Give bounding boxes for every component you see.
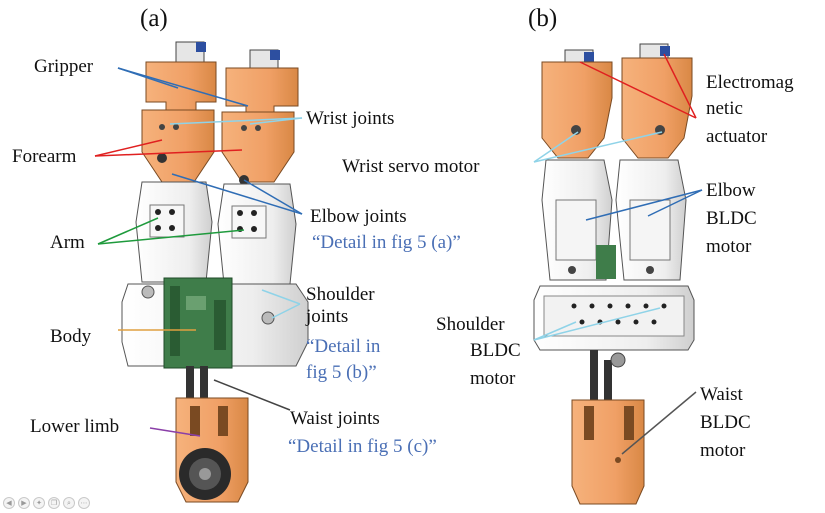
waist-bldc-label-1: Waist (700, 384, 744, 405)
gripper-label: Gripper (34, 56, 94, 77)
robot-a-right-arm (217, 49, 299, 285)
next-icon[interactable]: ▶ (18, 497, 30, 509)
body-label: Body (50, 326, 92, 347)
robot-b-body (533, 285, 695, 351)
more-icon[interactable]: ⋯ (78, 497, 90, 509)
zoom-icon[interactable]: ⌕ (63, 497, 75, 509)
prev-icon[interactable]: ◀ (3, 497, 15, 509)
wrist-joints-label: Wrist joints (306, 108, 394, 129)
waist-detail-callout: “Detail in fig 5 (c)” (288, 436, 437, 457)
robot-a (121, 41, 309, 503)
electromagnetic-label-1: Electromag (706, 72, 794, 93)
waist-joints-label: Waist joints (290, 408, 380, 429)
lower-limb-label: Lower limb (30, 416, 119, 437)
elbow-joints-label: Elbow joints (310, 206, 407, 227)
shoulder-bldc-label-1: Shoulder (436, 314, 505, 335)
shoulder-bldc-label-3: motor (470, 368, 516, 389)
arm-label: Arm (50, 232, 85, 253)
robot-a-body (121, 277, 309, 369)
pointer-icon[interactable]: ✦ (33, 497, 45, 509)
panel-b-label: (b) (528, 5, 557, 32)
waist-bldc-label-3: motor (700, 440, 746, 461)
elbow-bldc-label-2: BLDC (706, 208, 757, 229)
elbow-detail-callout: “Detail in fig 5 (a)” (312, 232, 461, 253)
leader-lines-b (533, 53, 703, 455)
shoulder-joints-label-1: Shoulder (306, 284, 375, 305)
robot-b-left-arm (541, 49, 613, 281)
shoulder-detail-callout-1: “Detail in (306, 336, 381, 357)
panel-a-label: (a) (140, 5, 168, 32)
electromagnetic-label-3: actuator (706, 126, 768, 147)
waist-bldc-label-2: BLDC (700, 412, 751, 433)
robot-a-left-arm (135, 41, 217, 283)
elbow-bldc-label-3: motor (706, 236, 752, 257)
wrist-servo-label: Wrist servo motor (342, 156, 480, 177)
viewer-toolbar: ◀ ▶ ✦ ❐ ⌕ ⋯ (3, 497, 90, 509)
robot-b (533, 43, 695, 505)
robot-b-lower-limb (571, 350, 645, 505)
electromagnetic-label-2: netic (706, 98, 743, 119)
shoulder-joints-label-2: joints (305, 306, 348, 327)
leader-lines-a (94, 67, 303, 437)
robot-a-lower-limb (175, 366, 249, 503)
elbow-bldc-label-1: Elbow (706, 180, 756, 201)
shoulder-detail-callout-2: fig 5 (b)” (306, 362, 377, 383)
robot-b-right-arm (615, 43, 693, 281)
copy-icon[interactable]: ❐ (48, 497, 60, 509)
forearm-label: Forearm (12, 146, 77, 167)
shoulder-bldc-label-2: BLDC (470, 340, 521, 361)
